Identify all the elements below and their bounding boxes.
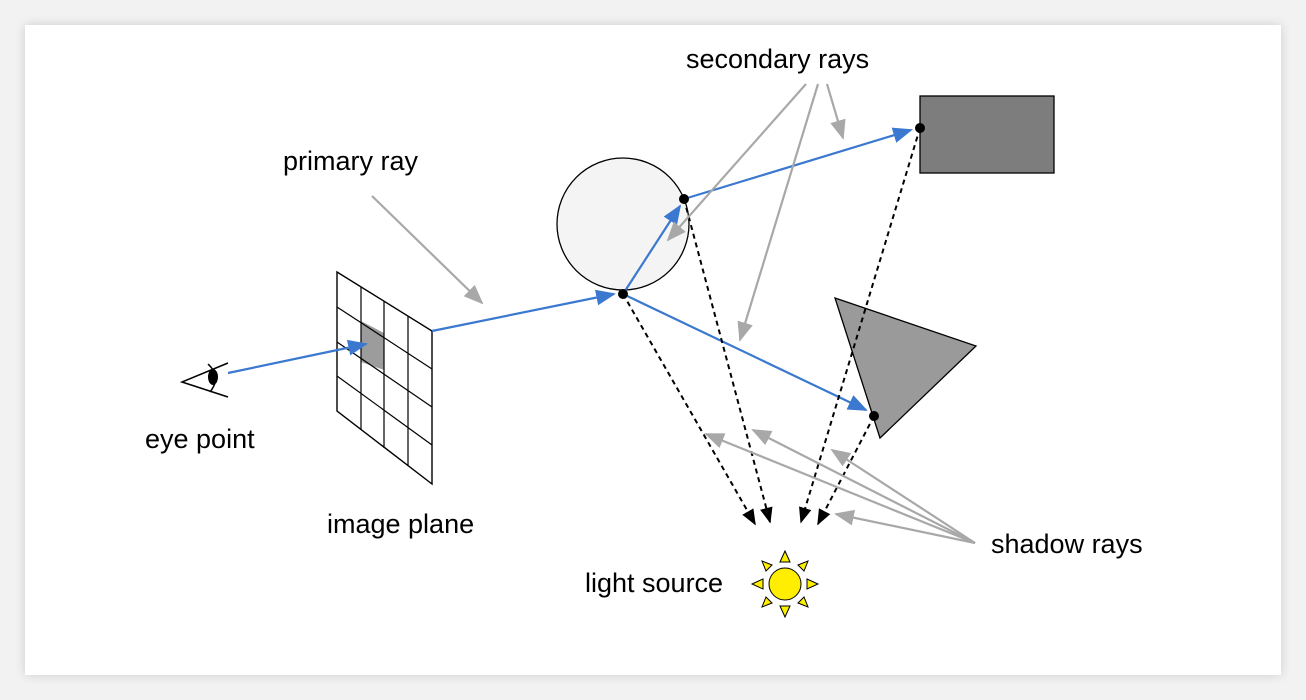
diagram-card [25,25,1281,675]
eye-point-label: eye point [145,424,255,454]
light-source-label: light source [585,568,724,598]
triangle-object [833,296,978,440]
image-plane [336,270,433,486]
primary-ray-pointer [371,195,484,305]
shadow-rays-label: shadow rays [991,529,1143,559]
box-object [919,95,1055,174]
sun-icon [750,549,820,619]
primary-ray-label: primary ray [283,146,419,176]
secondary-ray-lines [622,127,913,411]
eye-icon [179,362,229,398]
secondary-rays-pointers [666,83,846,342]
intersection-points [618,123,925,421]
shadow-ray-lines [622,127,921,526]
shadow-rays-pointers [704,429,976,545]
image-plane-label: image plane [327,509,475,539]
image-plane-pixel [361,321,384,370]
primary-ray [227,289,616,375]
secondary-rays-label: secondary rays [686,44,870,74]
